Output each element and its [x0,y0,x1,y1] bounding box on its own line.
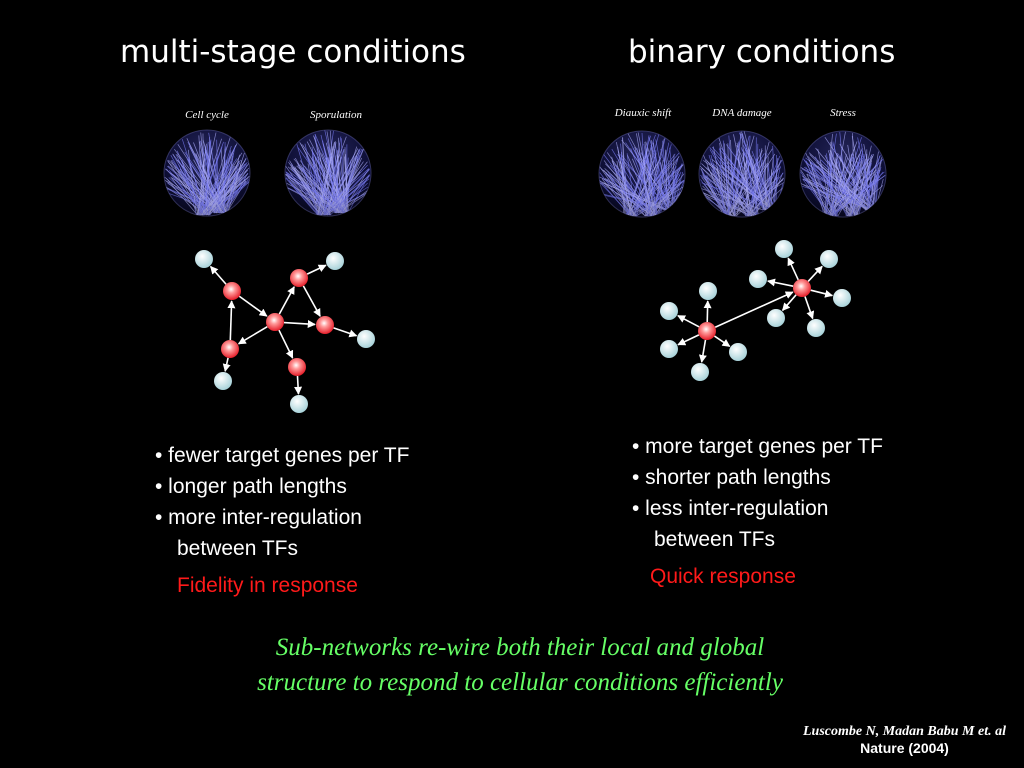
left-edge [333,327,358,338]
right-bullet-1: • more target genes per TF [632,435,883,458]
left-tf-node [288,358,306,376]
right-bullet-3: • less inter-regulation [632,497,829,520]
heading-multi-stage: multi-stage conditions [120,34,466,70]
left-bullet-1: • fewer target genes per TF [155,444,410,467]
right-target-gene-node [699,282,717,300]
label-sporulation: Sporulation [310,109,362,121]
right-bullet-list: • more target genes per TF • shorter pat… [632,431,883,555]
summary-text: Sub-networks re-wire both their local an… [0,630,1024,700]
left-target-gene-node [357,330,375,348]
left-bullet-3-cont: between TFs [177,537,299,560]
left-bullet-list: • fewer target genes per TF • longer pat… [155,440,409,564]
citation-authors: Luscombe N, Madan Babu M et. al [802,724,1006,739]
network-thumbnail-sporulation [284,129,372,217]
right-edge [677,314,700,328]
right-target-gene-node [807,319,825,337]
right-edge [698,339,707,363]
right-edge [807,265,823,282]
right-target-gene-node [775,240,793,258]
right-target-gene-node [660,340,678,358]
right-edge [714,335,731,348]
summary-line-1: Sub-networks re-wire both their local an… [275,634,765,661]
left-edge [294,375,303,395]
right-edge [703,300,712,323]
right-edge [767,278,794,287]
left-edge [283,319,316,328]
left-edge [278,329,294,359]
left-edge [302,285,321,317]
left-edge [237,325,268,345]
left-bullet-2: • longer path lengths [155,475,347,498]
right-edge [677,334,700,346]
right-edge [781,294,797,312]
left-edge [222,357,231,373]
label-cell-cycle: Cell cycle [185,109,229,121]
right-bullet-3-cont: between TFs [654,528,776,551]
label-diauxic-shift: Diauxic shift [614,107,672,119]
right-network-diagram [660,240,851,381]
network-thumbnail-cell-cycle [163,129,251,217]
label-stress: Stress [830,107,856,119]
left-response: Fidelity in response [177,574,358,597]
left-tf-node [316,316,334,334]
right-edge [787,257,799,281]
right-target-gene-node [691,363,709,381]
network-thumbnail-stress [799,130,887,218]
left-network-diagram [195,250,375,413]
right-bullet-2: • shorter path lengths [632,466,831,489]
left-target-gene-node [326,252,344,270]
left-tf-node [221,340,239,358]
citation: Luscombe N, Madan Babu M et. al Nature (… [803,724,1006,756]
left-edge [227,300,236,341]
right-tf-node [698,322,716,340]
right-target-gene-node [767,309,785,327]
left-edge [238,295,268,317]
right-target-gene-node [660,302,678,320]
right-target-gene-node [820,250,838,268]
right-target-gene-node [749,270,767,288]
left-tf-node [290,269,308,287]
label-dna-damage: DNA damage [712,107,772,119]
left-bullet-3: • more inter-regulation [155,506,362,529]
summary-line-2: structure to respond to cellular conditi… [257,669,783,696]
right-edge [714,291,794,329]
left-target-gene-node [214,372,232,390]
network-thumbnail-diauxic-shift [598,130,686,218]
heading-binary: binary conditions [628,34,896,70]
left-edge [209,265,227,285]
right-target-gene-node [729,343,747,361]
left-tf-node [223,282,241,300]
right-edge [804,296,815,320]
right-edge [810,289,834,298]
left-edge [306,264,327,275]
citation-journal: Nature (2004) [860,740,949,756]
left-target-gene-node [290,395,308,413]
left-tf-node [266,313,284,331]
right-target-gene-node [833,289,851,307]
network-thumbnail-dna-damage [698,130,786,218]
right-tf-node [793,279,811,297]
left-edge [278,286,295,315]
right-response: Quick response [650,565,796,588]
left-target-gene-node [195,250,213,268]
